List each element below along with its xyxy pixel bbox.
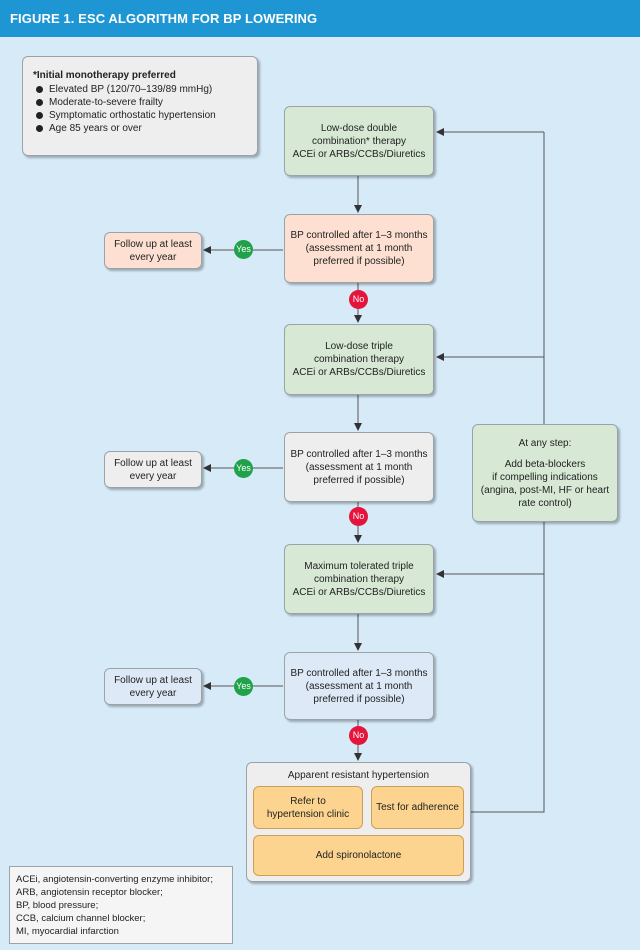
box-line: BP controlled after 1–3 months [290,448,428,460]
box-line: ACEi or ARBs/CCBs/Diuretics [292,148,426,160]
box-line: Low-dose triple [325,341,393,352]
box-line: Add spironolactone [315,850,402,861]
box-line: ACEi or ARBs/CCBs/Diuretics [292,586,426,598]
box-line: combination* therapy [312,135,406,147]
double-combination-box: Low-dose double combination* therapy ACE… [284,106,434,176]
box-line: combination therapy [313,573,405,585]
note-item: Moderate-to-severe frailty [33,96,216,109]
box-line: (assessment at 1 month [305,680,413,692]
box-line: Test for adherence [376,802,459,813]
yes-badge: Yes [234,677,253,696]
box-line: BP controlled after 1–3 months [290,667,428,679]
no-badge: No [349,726,368,745]
box-line: Refer to [290,795,326,807]
legend-line: BP, blood pressure; [16,899,99,911]
box-line: combination therapy [313,354,405,365]
box-line: Add beta-blockers [504,458,586,470]
box-line: every year [129,251,177,263]
no-badge: No [349,507,368,526]
note-item: Elevated BP (120/70–139/89 mmHg) [33,83,216,96]
box-line: Follow up at least [114,457,192,469]
box-line: Low-dose double [320,122,398,134]
no-badge: No [349,290,368,309]
bp-check-2-box: BP controlled after 1–3 months (assessme… [284,432,434,502]
bp-check-3-box: BP controlled after 1–3 months (assessme… [284,652,434,720]
box-line: BP controlled after 1–3 months [290,230,428,241]
box-line: preferred if possible) [313,693,405,705]
box-line: if compelling indications [492,471,598,483]
legend-line: CCB, calcium channel blocker; [16,912,146,924]
box-line [481,450,609,458]
box-line: rate control) [518,497,572,509]
box-line: Maximum tolerated triple [304,560,414,572]
yes-badge: Yes [234,459,253,478]
legend-line: ARB, angiotensin receptor blocker; [16,886,163,898]
monotherapy-note: *Initial monotherapy preferred Elevated … [22,56,258,156]
note-item: Age 85 years or over [33,122,216,135]
spironolactone-box: Add spironolactone [253,835,464,876]
box-line: every year [129,687,177,699]
box-line: Follow up at least [114,238,192,250]
beta-blocker-box: At any step: Add beta-blockers if compel… [472,424,618,522]
box-line: preferred if possible) [313,474,405,486]
box-line: At any step: [518,437,572,449]
resistant-title: Apparent resistant hypertension [287,770,430,781]
figure-title: FIGURE 1. ESC ALGORITHM FOR BP LOWERING [0,0,640,37]
box-line: (angina, post-MI, HF or heart [480,484,610,496]
follow-up-1-box: Follow up at least every year [104,232,202,269]
follow-up-2-box: Follow up at least every year [104,451,202,488]
box-line: (assessment at 1 month [305,461,413,473]
box-line: hypertension clinic [266,808,350,820]
box-line: preferred if possible) [313,256,405,267]
legend-line: MI, myocardial infarction [16,925,119,937]
adherence-test-box: Test for adherence [371,786,464,829]
refer-clinic-box: Refer to hypertension clinic [253,786,363,829]
box-line: ACEi or ARBs/CCBs/Diuretics [292,367,426,378]
bp-check-1-box: BP controlled after 1–3 months (assessme… [284,214,434,283]
abbreviations-legend: ACEi, angiotensin-converting enzyme inhi… [9,866,233,944]
box-line: Follow up at least [114,674,192,686]
legend-line: ACEi, angiotensin-converting enzyme inhi… [16,873,213,885]
box-line: (assessment at 1 month [305,243,413,254]
note-item: Symptomatic orthostatic hypertension [33,109,216,122]
feedback-line [471,132,545,813]
yes-badge: Yes [234,240,253,259]
box-line: every year [129,470,177,482]
maximum-triple-box: Maximum tolerated triple combination the… [284,544,434,614]
note-heading: *Initial monotherapy preferred [33,70,176,81]
note-list: Elevated BP (120/70–139/89 mmHg) Moderat… [33,83,216,135]
triple-combination-box: Low-dose triple combination therapy ACEi… [284,324,434,395]
follow-up-3-box: Follow up at least every year [104,668,202,705]
